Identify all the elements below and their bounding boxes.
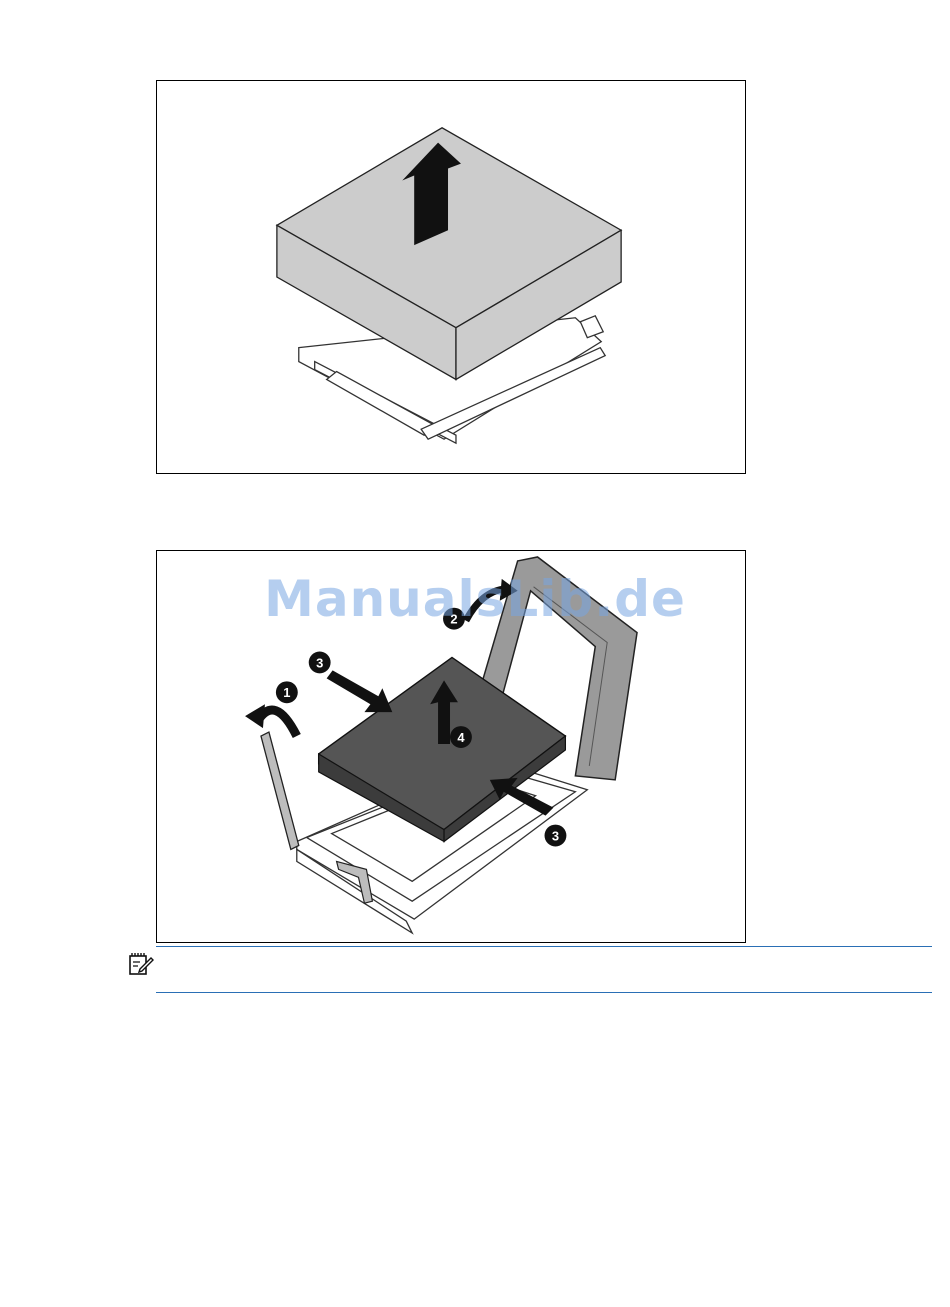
callout-2: 2 <box>443 608 465 630</box>
svg-text:2: 2 <box>450 612 457 627</box>
svg-text:4: 4 <box>457 730 465 745</box>
heatsink-removal-illustration <box>157 81 745 473</box>
note-icon <box>128 952 154 976</box>
note-bottom-rule <box>156 992 932 993</box>
heatsink-removal-figure <box>156 80 746 474</box>
callout-3-right: 3 <box>545 825 567 847</box>
callout-4: 4 <box>450 726 472 748</box>
callout-3-left: 3 <box>309 651 331 673</box>
note-top-rule <box>156 946 932 947</box>
callout-1: 1 <box>276 681 298 703</box>
svg-text:3: 3 <box>552 829 559 844</box>
svg-text:3: 3 <box>316 655 323 670</box>
socket-cover-removal-figure: 1 2 3 3 4 <box>156 550 746 943</box>
socket-cover-removal-illustration: 1 2 3 3 4 <box>157 551 745 942</box>
svg-text:1: 1 <box>283 685 290 700</box>
